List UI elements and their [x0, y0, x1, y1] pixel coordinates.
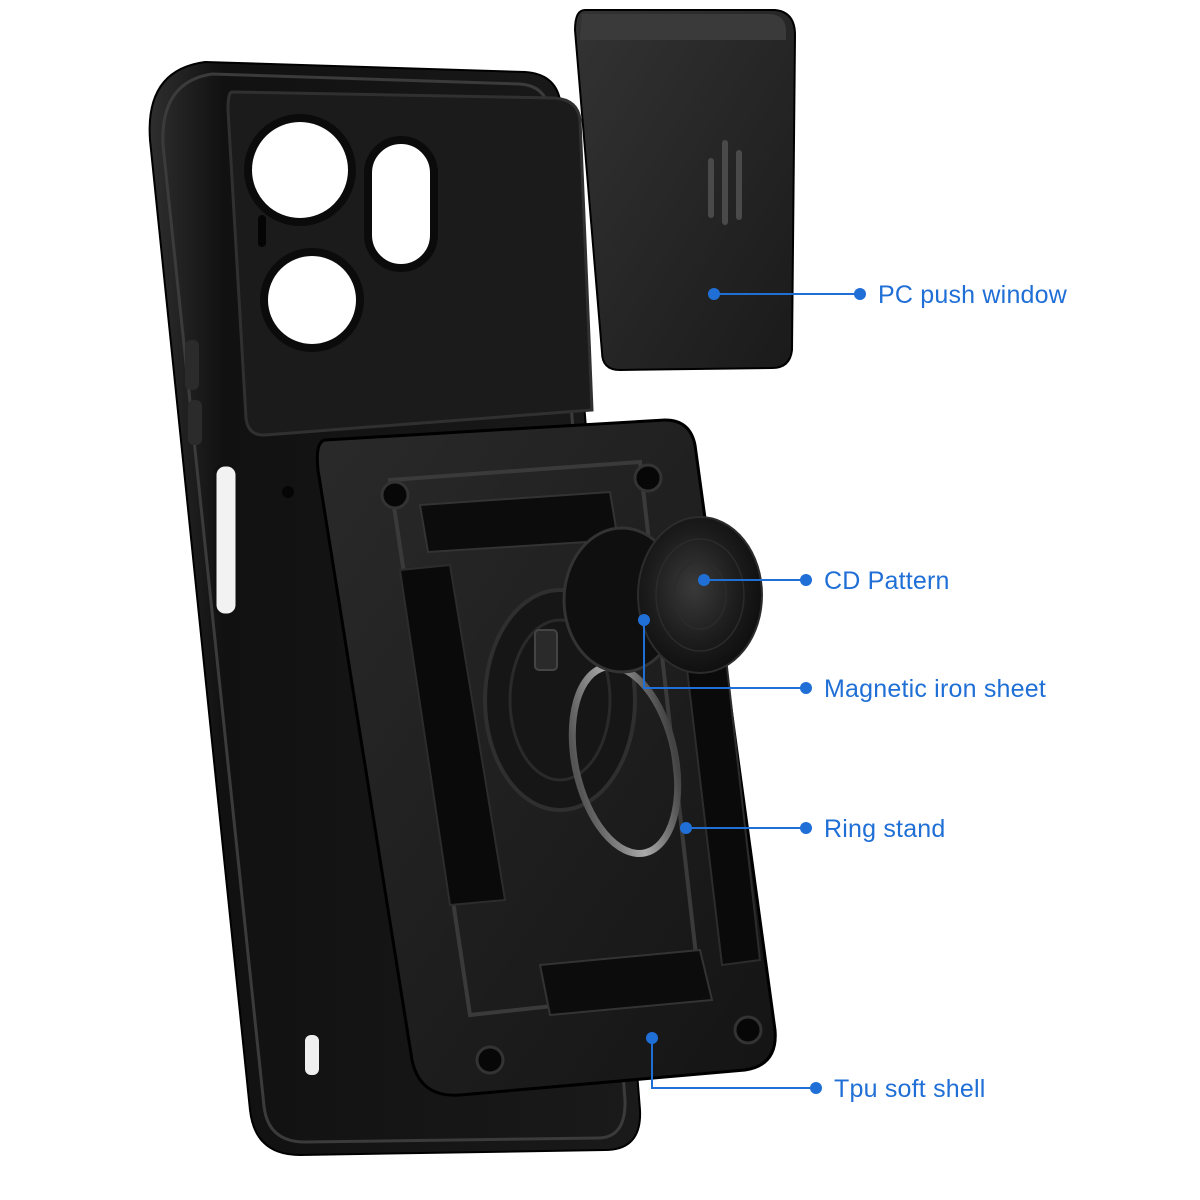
callout-magnetic-iron-sheet: Magnetic iron sheet	[638, 614, 1046, 703]
flash-slot	[258, 215, 266, 247]
callout-cd-pattern: CD Pattern	[698, 567, 950, 595]
cd-pattern-ring-1	[655, 538, 745, 652]
callout-anchor-dot	[698, 574, 710, 586]
callout-end-dot	[800, 682, 812, 694]
slider-grip-1	[708, 158, 714, 218]
callout-anchor-dot	[638, 614, 650, 626]
camera-hole-oval	[364, 136, 438, 272]
callout-label-tpu-soft-shell: Tpu soft shell	[834, 1075, 985, 1103]
phone-case-illustration	[148, 9, 797, 1157]
camera-hole-small	[260, 248, 364, 352]
side-hole	[282, 486, 294, 498]
callout-leader-line	[651, 1038, 816, 1089]
camera-hole-large	[244, 114, 356, 226]
pc-push-window-lip	[580, 14, 786, 40]
callout-pc-push-window: PC push window	[708, 281, 1068, 309]
screw-top-right	[633, 463, 663, 493]
callout-end-dot	[854, 288, 866, 300]
callouts: PC push window CD Pattern Magnetic iron …	[638, 281, 1068, 1103]
callout-label-cd-pattern: CD Pattern	[824, 567, 950, 595]
callout-tpu-soft-shell: Tpu soft shell	[646, 1032, 985, 1103]
pc-push-window-slider	[573, 9, 797, 372]
callout-end-dot	[810, 1082, 822, 1094]
callout-end-dot	[800, 574, 812, 586]
bottom-side-slot	[305, 1035, 319, 1075]
armor-frame-window-bottom	[538, 948, 714, 1017]
callout-anchor-dot	[646, 1032, 658, 1044]
screw-top-left	[380, 480, 410, 510]
ring-hinge	[534, 629, 558, 671]
cd-pattern-ring-2	[673, 560, 727, 630]
side-cutout	[213, 463, 239, 617]
callout-leader-line	[643, 620, 806, 689]
callout-label-magnetic-iron-sheet: Magnetic iron sheet	[824, 675, 1046, 703]
callout-end-dot	[800, 822, 812, 834]
callout-label-ring-stand: Ring stand	[824, 815, 946, 843]
callout-ring-stand: Ring stand	[680, 815, 946, 843]
screw-bottom-left	[475, 1045, 505, 1075]
side-button-lower	[188, 400, 202, 445]
screw-bottom-right	[733, 1015, 763, 1045]
slider-grip-2	[722, 140, 728, 225]
callout-label-pc-push-window: PC push window	[878, 281, 1068, 309]
magnetic-iron-sheet-inner	[508, 618, 612, 782]
slider-grip-3	[736, 150, 742, 220]
armor-side-cutout-left	[398, 563, 507, 907]
side-button-upper	[185, 340, 199, 390]
callout-anchor-dot	[680, 822, 692, 834]
callout-anchor-dot	[708, 288, 720, 300]
